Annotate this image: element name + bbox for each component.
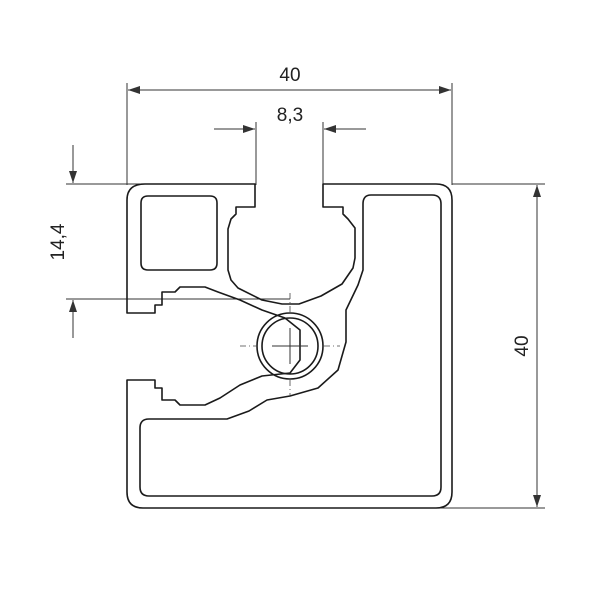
dimension-overall-width <box>126 83 453 185</box>
central-bore <box>261 317 319 375</box>
core-center-lines <box>240 293 340 396</box>
center-mark <box>272 328 308 364</box>
dimension-slot-width <box>214 122 366 185</box>
dimension-overall-height <box>440 183 545 509</box>
central-bore-outer <box>256 312 324 380</box>
upper-left-cavity <box>140 195 218 271</box>
profile-outer-contour <box>126 183 453 509</box>
label-overall-width: 40 <box>279 65 300 86</box>
label-slot-width: 8,3 <box>277 105 303 126</box>
label-slot-depth: 14,4 <box>48 223 69 260</box>
label-overall-height: 40 <box>512 335 533 356</box>
large-inner-cavity <box>139 194 442 497</box>
